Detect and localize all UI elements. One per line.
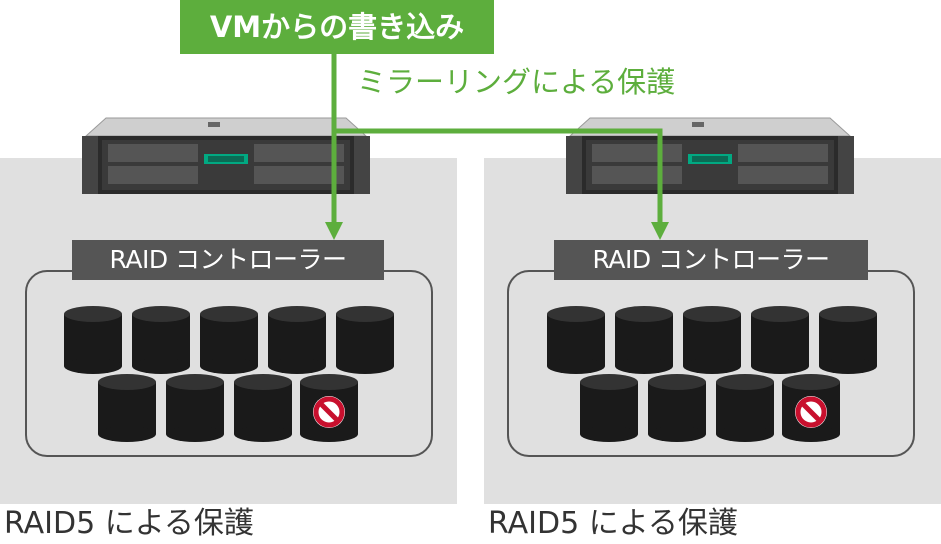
raid-controller-label: RAID コントローラー [72, 240, 384, 280]
raid5-caption: RAID5 による保護 [488, 506, 738, 541]
disk-icon [580, 374, 638, 442]
disk-icon [166, 374, 224, 442]
failed-disk-icon [782, 374, 840, 442]
disk-icon [98, 374, 156, 442]
server-icon [82, 117, 370, 194]
disk-icon [200, 306, 258, 374]
prohibited-icon [795, 396, 827, 428]
disk-icon [547, 306, 605, 374]
disk-icon [615, 306, 673, 374]
prohibited-icon [313, 396, 345, 428]
disk-icon [751, 306, 809, 374]
disk-icon [64, 306, 122, 374]
raid5-caption: RAID5 による保護 [4, 506, 254, 541]
disk-icon [716, 374, 774, 442]
disk-icon [268, 306, 326, 374]
disk-icon [132, 306, 190, 374]
disk-icon [819, 306, 877, 374]
disk-icon [648, 374, 706, 442]
vm-write-label: VMからの書き込み [180, 0, 494, 54]
mirroring-label: ミラーリングによる保護 [357, 65, 676, 99]
raid-controller-label: RAID コントローラー [554, 240, 868, 280]
failed-disk-icon [300, 374, 358, 442]
disk-icon [683, 306, 741, 374]
server-icon [566, 117, 854, 194]
disk-icon [336, 306, 394, 374]
disk-icon [234, 374, 292, 442]
